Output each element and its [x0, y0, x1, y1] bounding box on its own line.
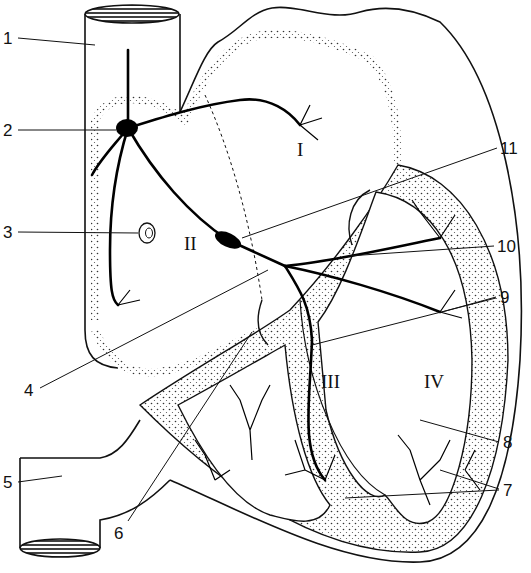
valve — [349, 190, 370, 245]
callout-number: 3 — [3, 224, 12, 241]
ventricle-chamber — [178, 345, 330, 521]
heart-outline — [20, 5, 521, 562]
interatrial-septum — [205, 95, 262, 300]
callout-number: 6 — [114, 525, 123, 542]
callout-number: 1 — [3, 30, 12, 47]
callout-number: 7 — [503, 482, 512, 499]
callout-number: 2 — [3, 122, 12, 139]
purkinje-fibres — [118, 105, 480, 505]
valve — [258, 300, 268, 345]
ventricle-chamber — [318, 192, 472, 524]
myocardium — [140, 165, 508, 552]
callout-number: 9 — [500, 289, 509, 306]
sinoatrial-node — [116, 119, 138, 137]
chamber-numeral: II — [184, 234, 197, 253]
chamber-numeral: IV — [424, 372, 444, 391]
fossa-ovalis — [146, 228, 153, 238]
chamber-numeral: I — [297, 140, 303, 159]
atrioventricular-node — [212, 228, 243, 253]
callout-number: 8 — [503, 434, 512, 451]
callout-number: 11 — [500, 140, 518, 157]
chamber-numeral: III — [321, 372, 340, 391]
callout-number: 10 — [497, 238, 516, 255]
leader-lines — [18, 38, 499, 521]
callout-number: 4 — [24, 382, 33, 399]
fossa-ovalis — [139, 223, 155, 243]
conduction-system — [92, 50, 440, 480]
callout-number: 5 — [3, 474, 12, 491]
